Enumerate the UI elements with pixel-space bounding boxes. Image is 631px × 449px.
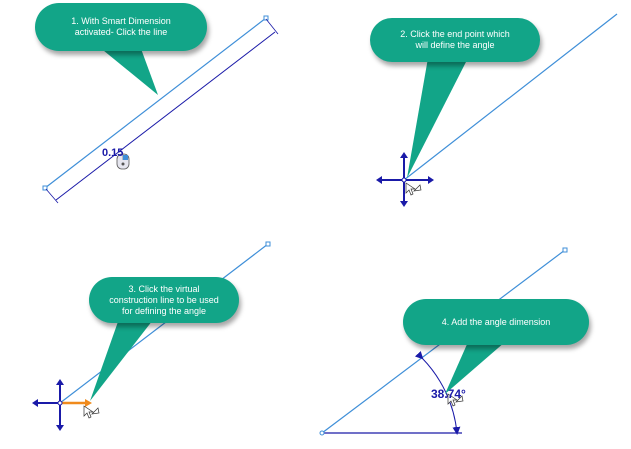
endpoint-marker-icon[interactable] xyxy=(57,400,63,406)
smart-dimension-cursor-icon xyxy=(447,393,464,407)
linear-dimension-value[interactable]: 0.15 xyxy=(102,147,124,159)
panel-1 xyxy=(42,15,279,204)
endpoint-marker-icon[interactable] xyxy=(401,177,407,183)
endpoint-marker-icon[interactable] xyxy=(265,241,271,247)
sketch-line[interactable] xyxy=(59,243,269,404)
endpoint-marker-icon[interactable] xyxy=(319,430,325,436)
construction-line-arrowhead xyxy=(85,399,92,407)
callout-step-2: 2. Click the end point which will define… xyxy=(370,18,540,62)
callout-step-3: 3. Click the virtual construction line t… xyxy=(89,277,239,323)
smart-dimension-cursor-icon xyxy=(405,182,422,196)
endpoint-marker-icon[interactable] xyxy=(562,247,568,253)
panel-3 xyxy=(32,241,271,431)
callout-step-1: 1. With Smart Dimension activated- Click… xyxy=(35,3,207,51)
linear-dimension-line[interactable] xyxy=(55,31,276,201)
extension-line xyxy=(45,188,59,204)
arrow-cursor-icon xyxy=(83,405,100,419)
endpoint-marker-icon[interactable] xyxy=(263,15,269,21)
extension-line xyxy=(265,18,279,35)
callout-step-4: 4. Add the angle dimension xyxy=(403,299,589,345)
mouse-icon xyxy=(116,153,130,170)
endpoint-marker-icon[interactable] xyxy=(42,185,48,191)
angle-dimension-value[interactable]: 38.74° xyxy=(431,387,466,401)
sketch-line[interactable] xyxy=(44,17,267,189)
